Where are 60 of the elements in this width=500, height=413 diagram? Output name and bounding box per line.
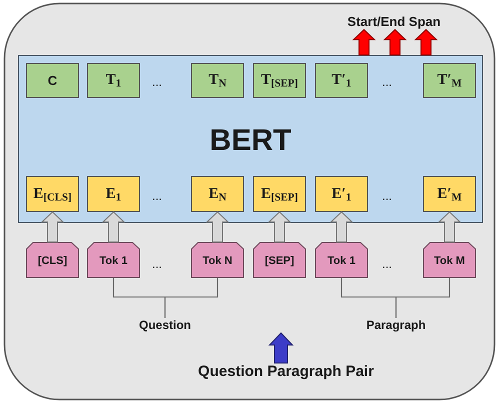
token-label: [SEP] <box>264 256 294 267</box>
embedding-box <box>191 176 244 212</box>
token-box <box>191 242 244 278</box>
ellipsis: ... <box>152 258 162 270</box>
token-label: Tok 1 <box>100 256 128 267</box>
block-arrow <box>102 211 126 242</box>
connector-line <box>395 278 450 318</box>
output-box <box>423 63 476 98</box>
output-box <box>87 63 140 98</box>
token-box <box>87 242 140 278</box>
model-block <box>18 55 483 223</box>
segment-label: Question <box>139 318 191 332</box>
embedding-label: E$_{[SEP]}$ <box>260 186 298 202</box>
block-arrow <box>206 211 230 242</box>
token-box <box>253 242 306 278</box>
connector-line <box>164 278 218 318</box>
block-arrow <box>438 211 462 242</box>
ellipsis: ... <box>382 190 392 202</box>
block-arrow <box>352 28 376 56</box>
block-arrow <box>40 211 64 242</box>
embedding-box <box>253 176 306 212</box>
token-label: [CLS] <box>38 256 68 267</box>
embedding-label: E′$_{M}$ <box>437 186 462 202</box>
token-label: Tok 1 <box>328 256 356 267</box>
output-box <box>315 63 368 98</box>
token-box <box>26 242 79 278</box>
output-label: T$_{N}$ <box>208 73 226 88</box>
block-arrow <box>268 211 292 242</box>
embedding-label: E$_{N}$ <box>208 186 226 202</box>
embedding-box <box>26 176 79 212</box>
token-label: Tok M <box>434 256 465 267</box>
embedding-label: E$_{[CLS]}$ <box>33 186 72 202</box>
output-box <box>191 63 244 98</box>
embedding-box <box>315 176 368 212</box>
model-name: BERT <box>210 126 292 156</box>
embedding-box <box>423 176 476 212</box>
block-arrow <box>268 332 294 364</box>
output-span-label: Start/End Span <box>347 14 441 30</box>
embedding-label: E′$_{1}$ <box>332 186 352 202</box>
output-box <box>26 63 79 98</box>
embedding-box <box>87 176 140 212</box>
ellipsis: ... <box>382 76 392 88</box>
output-label: T$_{[SEP]}$ <box>260 73 298 88</box>
ellipsis: ... <box>382 258 392 270</box>
token-box <box>423 242 476 278</box>
output-label: T′$_{M}$ <box>437 73 462 88</box>
block-arrow <box>383 28 407 56</box>
block-arrow <box>330 211 354 242</box>
segment-label: Paragraph <box>366 318 426 332</box>
embedding-label: E$_{1}$ <box>106 186 122 202</box>
token-label: Tok N <box>202 256 232 267</box>
output-box <box>253 63 306 98</box>
ellipsis: ... <box>152 76 162 88</box>
output-label: T$_{1}$ <box>106 73 122 88</box>
token-box <box>315 242 368 278</box>
ellipsis: ... <box>152 190 162 202</box>
output-label: T′$_{1}$ <box>332 73 352 88</box>
block-arrow <box>414 28 438 56</box>
input-label: Question Paragraph Pair <box>198 363 374 381</box>
output-label: C <box>48 74 58 87</box>
